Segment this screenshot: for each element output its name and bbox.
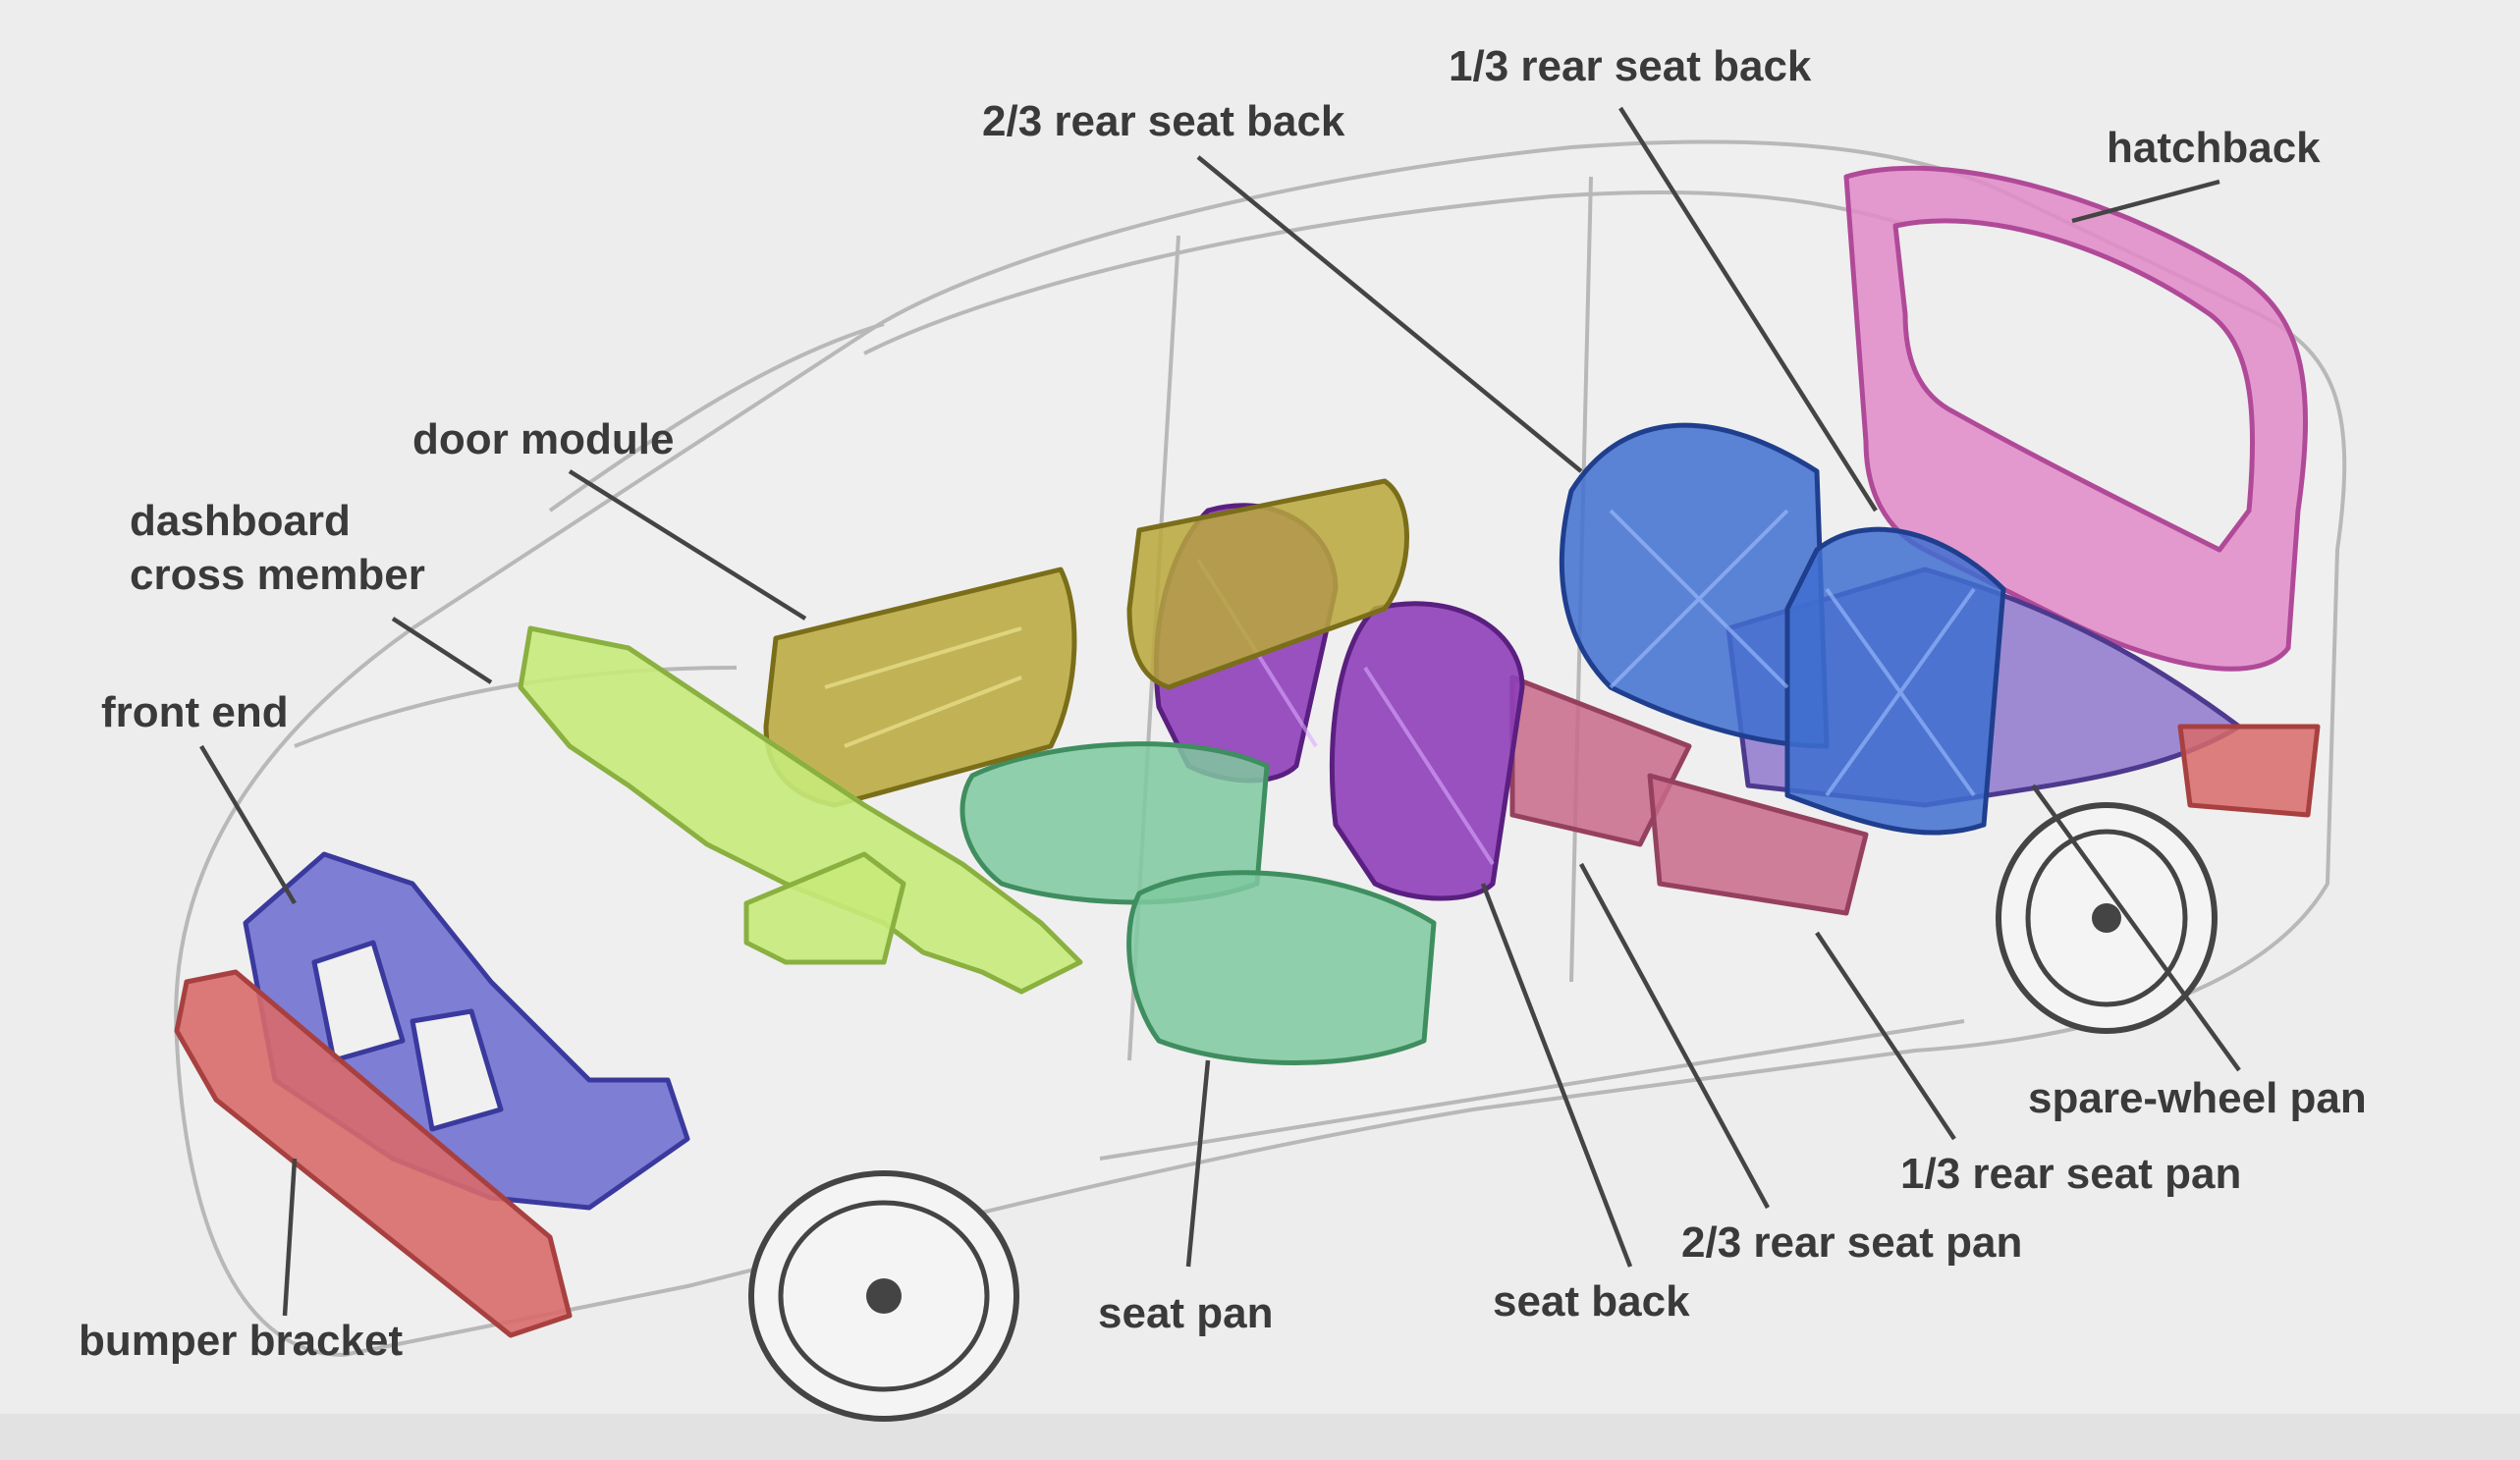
label-rear-seat-pan-13: 1/3 rear seat pan bbox=[1900, 1150, 2241, 1198]
label-seat-pan: seat pan bbox=[1098, 1289, 1274, 1337]
label-dashboard-line2: cross member bbox=[130, 551, 425, 599]
rear-seat-pans-part bbox=[1509, 675, 1869, 916]
front-wheel bbox=[748, 1170, 1019, 1422]
label-seat-back: seat back bbox=[1493, 1277, 1690, 1325]
seat-pan-part bbox=[959, 741, 1437, 1065]
leader-seat-pan bbox=[1185, 1059, 1211, 1268]
leader-seat-back bbox=[1480, 883, 1633, 1268]
hatchback-part bbox=[1843, 165, 2308, 672]
leader-door-module bbox=[568, 469, 807, 621]
label-rear-seat-back-23: 2/3 rear seat back bbox=[982, 97, 1345, 145]
leader-dashboard bbox=[391, 617, 493, 684]
rear-wheel bbox=[1996, 802, 2218, 1034]
label-rear-seat-pan-23: 2/3 rear seat pan bbox=[1681, 1218, 2022, 1267]
leader-hatchback bbox=[2071, 179, 2220, 224]
bumper-bracket-part bbox=[174, 969, 573, 1338]
door-module-part bbox=[763, 478, 1409, 808]
label-spare-wheel-pan: spare-wheel pan bbox=[2028, 1074, 2367, 1122]
leader-front-end bbox=[199, 744, 297, 905]
leader-lines bbox=[199, 106, 2241, 1317]
label-hatchback: hatchback bbox=[2107, 124, 2321, 172]
label-bumper-bracket: bumper bracket bbox=[79, 1317, 403, 1365]
rear-seat-backs-part bbox=[1559, 422, 2006, 836]
dashboard-cross-member-part bbox=[518, 625, 1083, 995]
leader-spare-wheel-pan bbox=[2031, 784, 2241, 1072]
leader-rear-seat-pan-23 bbox=[1579, 862, 1770, 1210]
label-rear-seat-back-13: 1/3 rear seat back bbox=[1449, 42, 1812, 90]
part-labels: 1/3 rear seat back 2/3 rear seat back ha… bbox=[79, 42, 2367, 1365]
leader-bumper-bracket bbox=[282, 1158, 298, 1317]
label-dashboard-line1: dashboard bbox=[130, 497, 351, 545]
label-door-module: door module bbox=[412, 415, 674, 463]
label-front-end: front end bbox=[101, 688, 289, 736]
leader-rear-seat-back-13 bbox=[1618, 106, 1878, 513]
leader-rear-seat-back-23 bbox=[1196, 155, 1583, 473]
leader-rear-seat-pan-13 bbox=[1815, 931, 1956, 1141]
